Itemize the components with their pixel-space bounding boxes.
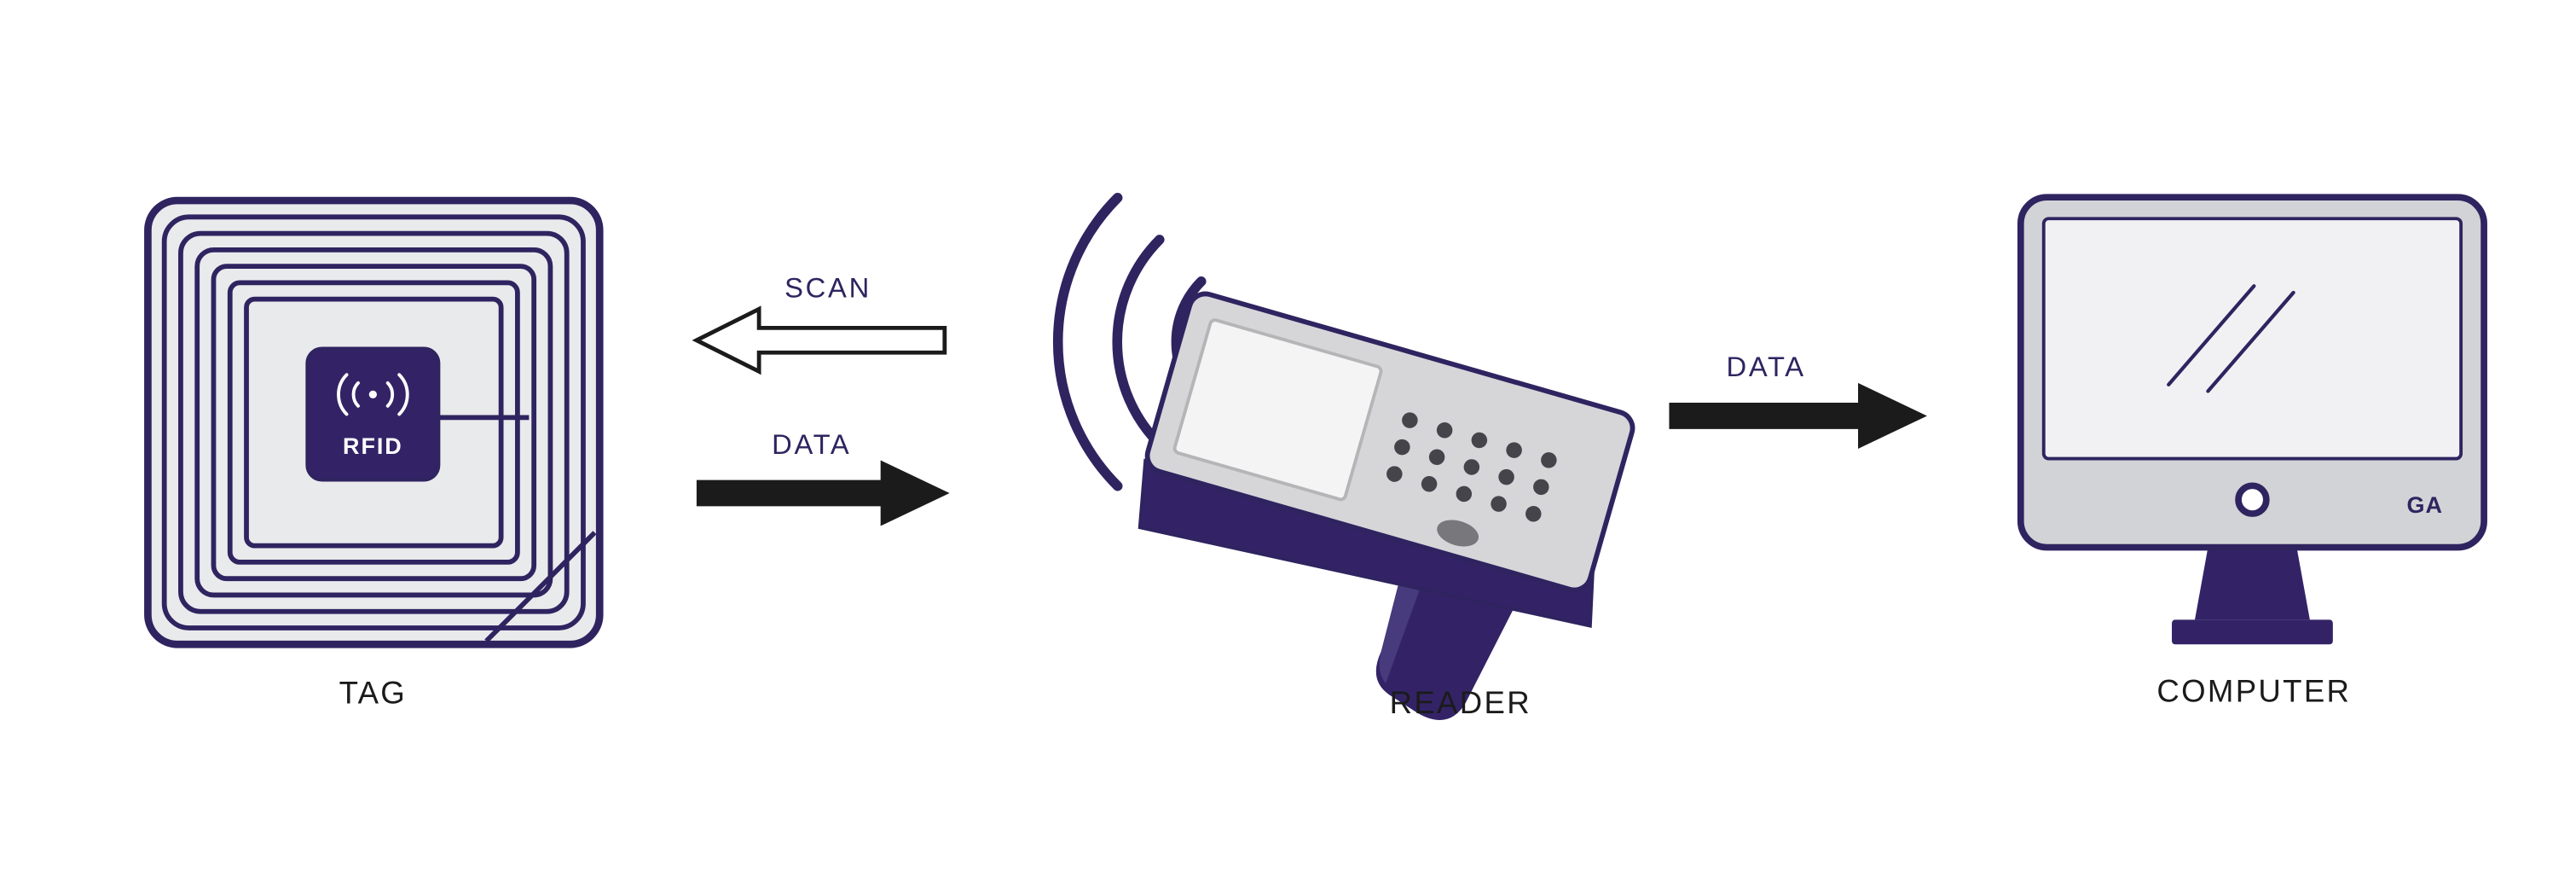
data-edge-label: DATA <box>1727 351 1806 382</box>
keypad-dot <box>1498 468 1514 485</box>
scan-arrow-left <box>692 305 947 375</box>
keypad-dot <box>1541 452 1557 468</box>
keypad-dot <box>1421 476 1438 492</box>
computer-stand-base <box>2172 619 2333 645</box>
tag-label: TAG <box>339 676 407 711</box>
reader-device <box>1137 291 1635 720</box>
coil-ring <box>178 230 570 614</box>
keypad-dot <box>1506 442 1522 458</box>
reader-node: READER <box>1052 192 1635 720</box>
keypad-dot <box>1402 412 1418 428</box>
tag-antenna-coil <box>161 214 597 643</box>
data-edge-label: DATA <box>772 428 851 460</box>
scan-edge-label: SCAN <box>784 272 871 304</box>
keypad-dot <box>1428 449 1445 466</box>
tag-node: RFID TAG <box>144 196 604 711</box>
reader-label: READER <box>1390 685 1531 720</box>
data-edge-tag-reader: DATA <box>696 428 950 526</box>
rfid-chip-label: RFID <box>343 433 403 459</box>
wave-arc-left-outer <box>337 373 349 416</box>
keypad-dot <box>1436 422 1453 439</box>
keypad-dot <box>1456 485 1473 503</box>
wave-arc-right <box>385 381 395 408</box>
wave-arc-left <box>351 381 360 408</box>
wave-dot <box>368 390 377 399</box>
ga-logo: GA <box>2407 492 2443 518</box>
keypad-dot <box>1463 459 1480 475</box>
signal-arc-large <box>1052 192 1123 491</box>
coil-ring <box>211 264 537 582</box>
coil-ring <box>161 214 586 630</box>
scan-edge: SCAN <box>692 272 947 375</box>
keypad-dot <box>1491 496 1507 512</box>
coil-ring <box>244 296 504 549</box>
data-arrow-right <box>696 460 950 526</box>
data-edge-reader-computer: DATA <box>1669 351 1927 449</box>
wave-arc-right-outer <box>397 373 409 416</box>
computer-power-button <box>2235 482 2270 517</box>
coil-ring <box>194 247 553 598</box>
computer-label: COMPUTER <box>2156 674 2351 709</box>
reader-keypad <box>1386 412 1557 522</box>
rfid-chip <box>305 346 441 482</box>
reader-speaker <box>1437 520 1479 547</box>
keypad-dot <box>1533 479 1549 496</box>
computer-stand-neck <box>2195 547 2310 620</box>
reader-screen <box>1172 318 1383 502</box>
computer-node: GA COMPUTER <box>2017 194 2487 709</box>
screen-glare <box>2167 284 2295 393</box>
keypad-dot <box>1386 466 1403 482</box>
coil-diagonal-cut <box>484 531 597 643</box>
keypad-dot <box>1471 432 1488 449</box>
signal-arc-medium <box>1112 235 1165 450</box>
data-arrow-right <box>1669 382 1927 449</box>
glare-line <box>2206 290 2295 393</box>
keypad-dot <box>1394 439 1410 456</box>
coil-ring <box>227 280 520 565</box>
keypad-dot <box>1525 506 1542 522</box>
glare-line <box>2167 284 2256 386</box>
contactless-waves-icon <box>337 373 409 416</box>
